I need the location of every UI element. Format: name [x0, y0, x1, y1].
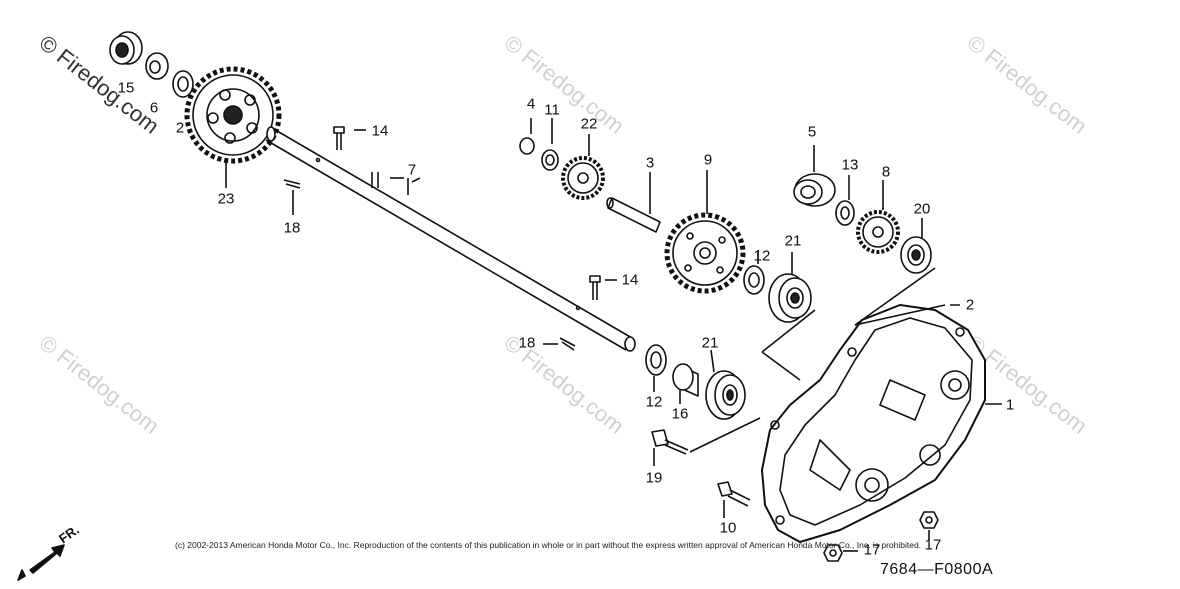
part-4-collar	[519, 118, 535, 155]
callout-5: 5	[807, 123, 817, 141]
callout-2: 2	[175, 119, 185, 137]
part-5-seal	[793, 145, 836, 207]
callout-11: 11	[544, 101, 560, 119]
callout-10: 10	[719, 519, 737, 537]
part-18-pin	[283, 179, 301, 215]
part-20-bearing	[900, 218, 932, 274]
figure-code: 7684—F0800A	[880, 561, 994, 578]
callout-6: 6	[149, 99, 159, 117]
part-13-washer	[835, 175, 855, 226]
callout-3: 3	[645, 154, 655, 172]
part-6-washer	[145, 52, 169, 80]
callout-12: 12	[753, 247, 771, 265]
part-22-gear	[561, 134, 605, 200]
part-7-shaft	[265, 126, 636, 352]
callout-9: 9	[703, 151, 713, 169]
callout-13: 13	[841, 156, 859, 174]
part-15-collar	[109, 31, 143, 65]
callout-1: 1	[1005, 396, 1015, 414]
callout-21: 21	[701, 334, 719, 352]
callout-2: 2	[965, 296, 975, 314]
part-17-nut	[919, 511, 939, 540]
callout-7: 7	[407, 161, 417, 179]
callout-21: 21	[784, 232, 802, 250]
part-10-bolt	[717, 481, 751, 518]
part-18-pin	[543, 337, 576, 351]
front-direction-arrow	[17, 544, 65, 581]
part-23-gear	[184, 66, 282, 164]
callout-18: 18	[518, 334, 536, 352]
callout-16: 16	[671, 405, 689, 423]
callout-14: 14	[621, 271, 639, 289]
callout-12: 12	[645, 393, 663, 411]
part-12-washer	[645, 344, 667, 392]
part-14-bolt	[589, 275, 617, 300]
part-21-bearing	[705, 349, 746, 420]
callout-15: 15	[117, 79, 135, 97]
callout-22: 22	[580, 115, 598, 133]
part-21-bearing	[768, 252, 812, 323]
callout-18: 18	[283, 219, 301, 237]
part-11-washer	[541, 118, 559, 171]
part-14-bolt	[333, 126, 366, 150]
callout-14: 14	[371, 122, 389, 140]
callout-23: 23	[217, 190, 235, 208]
part-19-bolt	[651, 417, 761, 466]
callout-20: 20	[913, 200, 931, 218]
callout-19: 19	[645, 469, 663, 487]
callout-4: 4	[526, 95, 536, 113]
part-16-bushing	[672, 363, 699, 404]
copyright-notice: (c) 2002-2013 American Honda Motor Co., …	[175, 540, 922, 550]
part-2-washer	[172, 70, 194, 98]
part-12-washer	[743, 250, 765, 295]
part-1-gear-case	[761, 304, 1002, 543]
callout-17: 17	[924, 536, 942, 554]
part-17-nut	[823, 544, 858, 562]
callout-17: 17	[863, 541, 881, 559]
part-8-gear	[856, 180, 900, 254]
part-9-gear	[664, 170, 746, 294]
part-3-shaft	[606, 172, 661, 233]
callout-8: 8	[881, 163, 891, 181]
